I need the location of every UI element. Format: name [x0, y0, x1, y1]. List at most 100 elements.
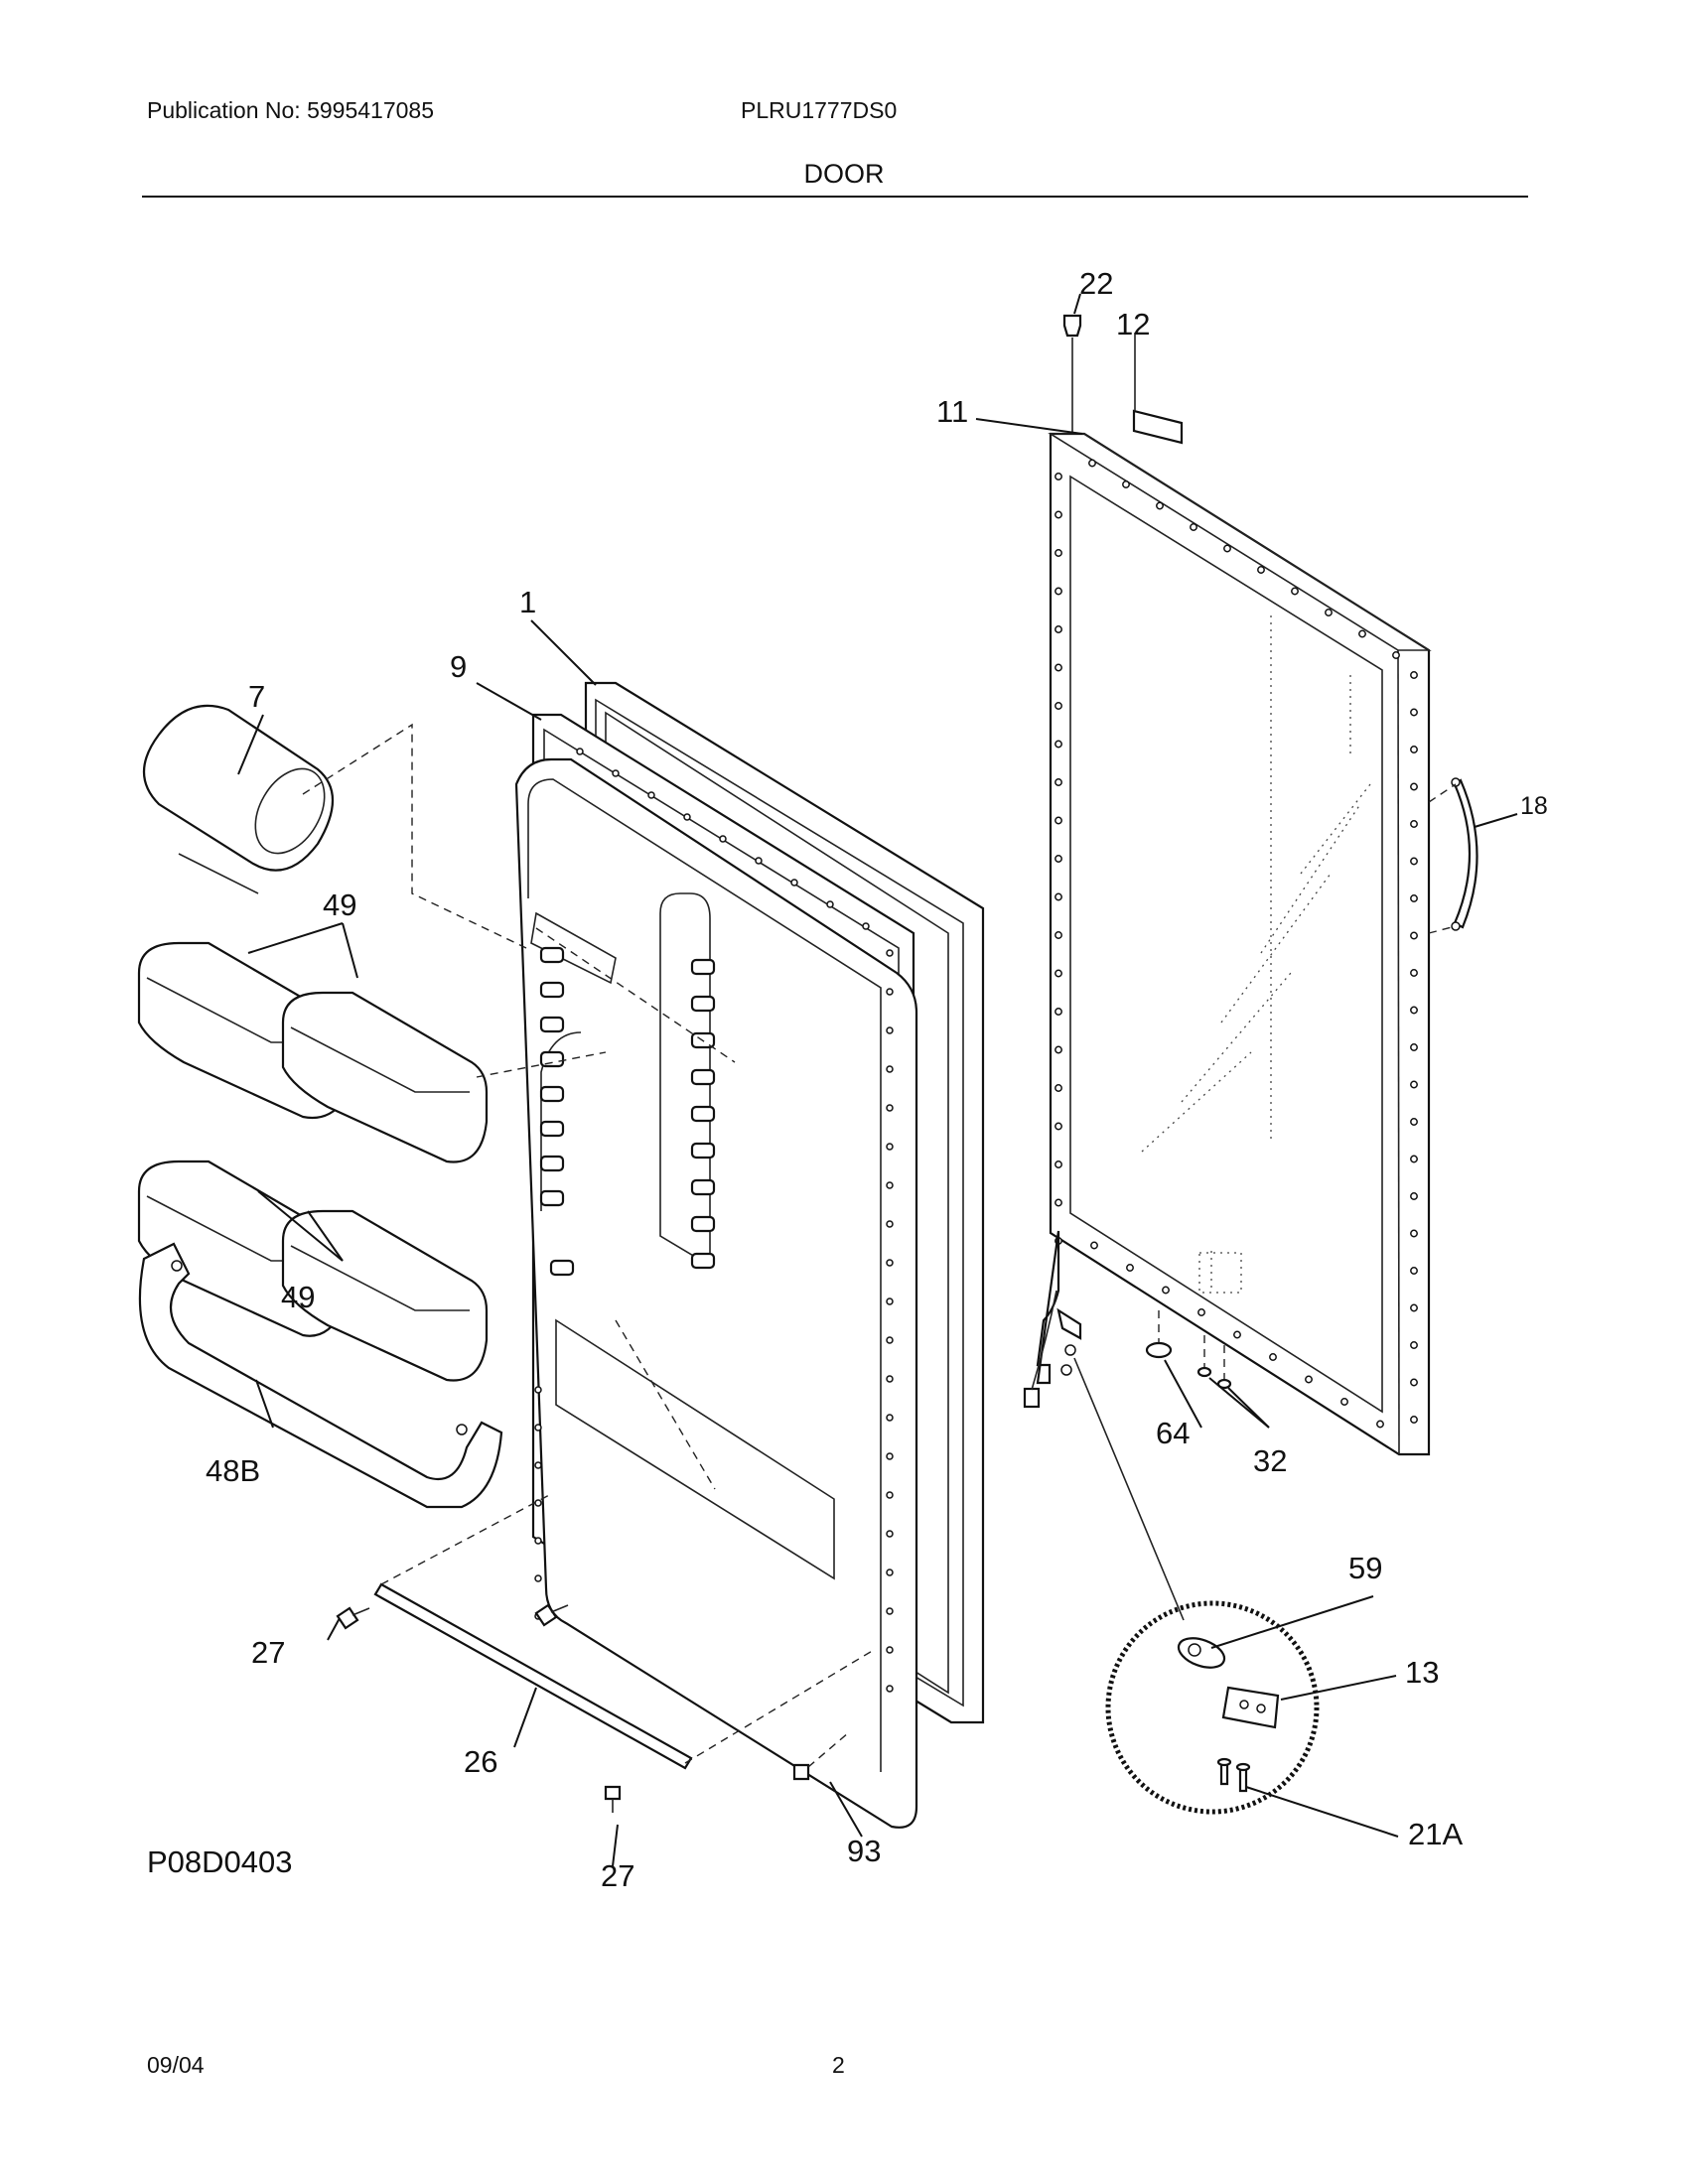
screw-hole: [886, 1607, 894, 1615]
shelf-peg: [539, 1120, 565, 1138]
diagram-code: P08D0403: [147, 1844, 293, 1879]
callout-27-bottom: 27: [601, 1858, 634, 1893]
shelf-peg: [690, 1142, 716, 1160]
screw-hole: [1055, 1008, 1062, 1016]
callout-27-left: 27: [251, 1635, 285, 1670]
screw-hole: [534, 1574, 542, 1582]
screw-hole: [1410, 969, 1418, 977]
screw-hole: [886, 1259, 894, 1267]
shelf-peg: [690, 1105, 716, 1123]
screw-hole: [1055, 778, 1062, 786]
screw-hole: [886, 1336, 894, 1344]
screw-hole: [886, 1065, 894, 1073]
hinge-bracket: [1221, 1686, 1280, 1729]
screw-hole: [1410, 1416, 1418, 1424]
screw-hole: [1162, 1286, 1170, 1295]
callout-93: 93: [847, 1834, 881, 1868]
shelf-peg: [690, 958, 716, 976]
screw-hole: [647, 791, 655, 799]
shelf-peg: [690, 1178, 716, 1196]
bottom-trim-strip: [373, 1582, 693, 1770]
detail-circle: [1105, 1600, 1320, 1815]
screw-hole: [534, 1386, 542, 1394]
screw-hole: [886, 1181, 894, 1189]
shelf-peg: [549, 1259, 575, 1277]
screw-hole: [886, 1685, 894, 1693]
bottom-plug: [1145, 1341, 1173, 1359]
callout-11: 11: [936, 394, 968, 429]
screw-hole: [1088, 459, 1096, 468]
outer-door-side-edge: [1397, 649, 1400, 1455]
callout-12: 12: [1116, 307, 1150, 341]
callout-26: 26: [464, 1744, 497, 1779]
screw-hole: [1392, 651, 1400, 659]
door-handle: [1428, 777, 1478, 934]
screw-hole: [1410, 1267, 1418, 1275]
screw-hole: [1055, 702, 1062, 710]
wire-connector: [1023, 1387, 1041, 1409]
screw-hole: [534, 1537, 542, 1545]
screw-hole: [1055, 892, 1062, 901]
hinge-spacer: [1177, 1637, 1226, 1669]
screw-hole: [1291, 587, 1299, 596]
callout-18: 18: [1520, 792, 1548, 820]
screw-hole: [1410, 1080, 1418, 1089]
screw-hole: [886, 1569, 894, 1576]
screw-hole: [1233, 1330, 1241, 1339]
screw-hole: [886, 1375, 894, 1383]
bottom-trim-parts: [336, 1493, 875, 1813]
screw-hole: [534, 1499, 542, 1507]
shelf-peg: [539, 1189, 565, 1207]
screw-hole: [534, 1424, 542, 1432]
door-label-strip: [1132, 409, 1184, 445]
screw-hole: [886, 1646, 894, 1654]
screw-hole: [576, 748, 584, 755]
model-number: PLRU1777DS0: [741, 97, 898, 123]
screw-hole: [1055, 740, 1062, 749]
screw-hole: [1055, 1122, 1062, 1131]
shelf-peg: [539, 946, 565, 964]
screw-hole: [886, 1026, 894, 1034]
door-bottom-hardware: [1023, 1230, 1232, 1621]
section-title: DOOR: [803, 159, 885, 189]
screw-hole: [1410, 671, 1418, 679]
screw-hole: [790, 879, 798, 887]
callout-64: 64: [1156, 1416, 1190, 1450]
screw-hole: [1410, 746, 1418, 753]
screw-hole: [1055, 1160, 1062, 1168]
push-pin-27-left: [336, 1606, 359, 1630]
screw-hole: [612, 769, 620, 777]
screw-hole: [1122, 480, 1130, 488]
callout-9: 9: [450, 649, 467, 684]
callout-49-top: 49: [323, 887, 356, 922]
screw-hole: [1410, 1341, 1418, 1349]
screw-hole: [1090, 1241, 1098, 1250]
page-number: 2: [832, 2052, 845, 2078]
screw-hole: [1340, 1398, 1348, 1406]
screw-hole: [886, 1530, 894, 1538]
screw-hole: [1055, 510, 1062, 519]
shelf-peg: [539, 1155, 565, 1172]
screw-hole: [1410, 1043, 1418, 1051]
screw-hole: [719, 835, 727, 843]
bottom-shelf-rail: [138, 1242, 503, 1509]
dairy-compartment: [142, 704, 527, 949]
callout-32: 32: [1253, 1443, 1287, 1478]
shelf-peg: [690, 1252, 716, 1270]
screw-hole: [1410, 1378, 1418, 1387]
screw-hole: [1410, 820, 1418, 828]
screw-hole: [862, 922, 870, 930]
screw-hole: [1410, 1303, 1418, 1312]
screw-hole: [1055, 663, 1062, 672]
shelf-peg: [539, 1050, 565, 1068]
screw-hole: [886, 949, 894, 957]
shelf-peg: [539, 1016, 565, 1033]
liner-screw-holes: [534, 748, 894, 1693]
liner-shelf-pegs: [539, 946, 716, 1277]
screw-hole: [1269, 1353, 1277, 1361]
screw-hole: [1055, 969, 1062, 978]
outer-door-label-area: [1198, 1252, 1242, 1294]
screw-hole: [1410, 1192, 1418, 1200]
screw-hole: [886, 1143, 894, 1151]
